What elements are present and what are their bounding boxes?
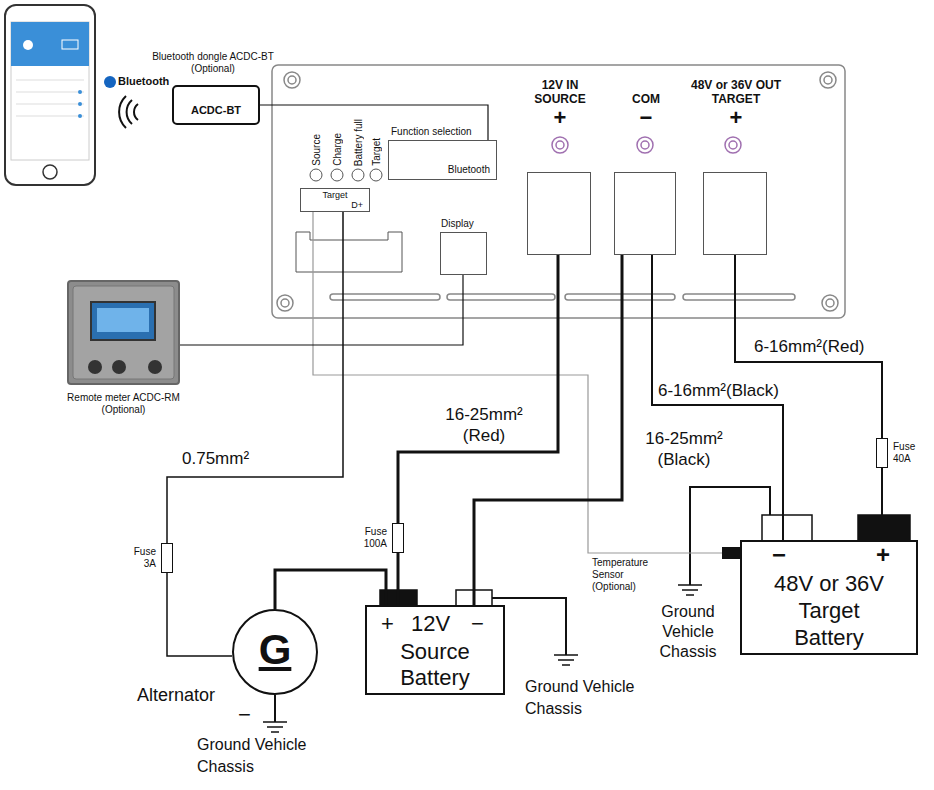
phone <box>5 5 95 185</box>
wire-size-label: 16-25mm² (Red) <box>432 404 536 446</box>
radio-waves <box>119 96 138 128</box>
alternator-text: − <box>238 703 251 727</box>
source-terminal: 12V IN SOURCE+ <box>527 172 591 255</box>
wire <box>167 573 232 656</box>
com-terminal-text: COM <box>615 92 677 106</box>
target-terminal: 48V or 36V OUT TARGET+ <box>703 172 767 255</box>
terminal-bolts <box>552 137 741 153</box>
ground-wires <box>275 487 770 722</box>
bluetooth-dongle-text: ACDC-BT <box>174 104 258 116</box>
function-port-text: Bluetooth <box>448 164 490 175</box>
remote-meter-text: Remote meter ACDC-RM (Optional) <box>61 392 186 416</box>
bluetooth-dongle-text: Bluetooth dongle ACDC-BT (Optional) <box>143 51 283 75</box>
fuse: Fuse 3A <box>161 543 173 573</box>
led-label: Target <box>371 138 382 166</box>
com-terminal-text: − <box>615 107 677 129</box>
source-terminal-text: + <box>528 107 592 129</box>
alternator: G−Alternator <box>232 609 318 695</box>
ground-symbols <box>263 585 702 732</box>
fuse: Fuse 100A <box>392 523 404 553</box>
function-port: Function selectionBluetooth <box>388 140 497 180</box>
com-terminal: COM− <box>614 172 676 255</box>
fuse-text: Fuse 3A <box>134 546 156 570</box>
target-battery-text: − <box>772 542 786 568</box>
wire-size-label: 6-16mm²(Red) <box>752 337 867 357</box>
wire-size-label: 0.75mm² <box>180 449 251 469</box>
wire <box>397 553 400 605</box>
fuse: Fuse 40A <box>876 438 888 468</box>
display-port: Display <box>440 232 487 275</box>
target-connector-text: Target <box>301 190 369 201</box>
source-battery: +12V−Source Battery <box>365 605 505 695</box>
remote-meter: Remote meter ACDC-RM (Optional) <box>67 280 180 385</box>
sensor-label: Temperature Sensor (Optional) <box>592 557 658 593</box>
target-terminal-text: 48V or 36V OUT TARGET <box>682 78 790 106</box>
wire <box>652 255 783 540</box>
bluetooth-logo-text: Bluetooth <box>118 75 169 87</box>
wire <box>881 468 883 540</box>
fuse-text: Fuse 100A <box>364 526 387 550</box>
alternator-text: Alternator <box>137 685 215 706</box>
source-battery-text: 12V <box>411 611 450 637</box>
target-battery: − +48V or 36V Target Battery <box>740 540 918 655</box>
bluetooth-logo <box>104 76 116 88</box>
alternator-text: G <box>234 627 316 673</box>
wire-size-label: 16-25mm² (Black) <box>632 428 736 470</box>
led-label: Battery full <box>353 119 364 166</box>
target-connector: TargetD+ <box>300 188 370 212</box>
wire <box>180 275 463 345</box>
target-terminal-text: + <box>704 107 768 129</box>
wire <box>260 105 488 140</box>
led-label: Source <box>311 134 322 166</box>
source-battery-text: + <box>381 611 394 637</box>
ground-label: Ground Vehicle Chassis <box>525 676 665 720</box>
status-leds <box>310 169 382 181</box>
connector-socket <box>296 232 402 272</box>
wire <box>275 570 386 609</box>
target-battery-text: 48V or 36V Target Battery <box>764 570 894 651</box>
source-battery-text: Source Battery <box>391 639 479 691</box>
wire <box>167 212 343 543</box>
bluetooth-dongle: Bluetooth dongle ACDC-BT (Optional)ACDC-… <box>172 85 260 125</box>
display-port-text: Display <box>441 218 474 229</box>
function-port-text: Function selection <box>391 126 472 137</box>
led-label: Charge <box>332 133 343 166</box>
ground-label: Ground Vehicle Chassis <box>197 734 337 778</box>
source-battery-text: − <box>471 611 484 637</box>
source-terminal-text: 12V IN SOURCE <box>530 78 590 106</box>
wire <box>735 255 882 438</box>
wire-size-label: 6-16mm²(Black) <box>656 381 781 401</box>
fuse-text: Fuse 40A <box>893 441 915 465</box>
target-battery-text: + <box>876 542 890 568</box>
target-connector-text: D+ <box>351 200 363 211</box>
wire <box>398 255 558 523</box>
ground-label: Ground Vehicle Chassis <box>650 602 726 662</box>
